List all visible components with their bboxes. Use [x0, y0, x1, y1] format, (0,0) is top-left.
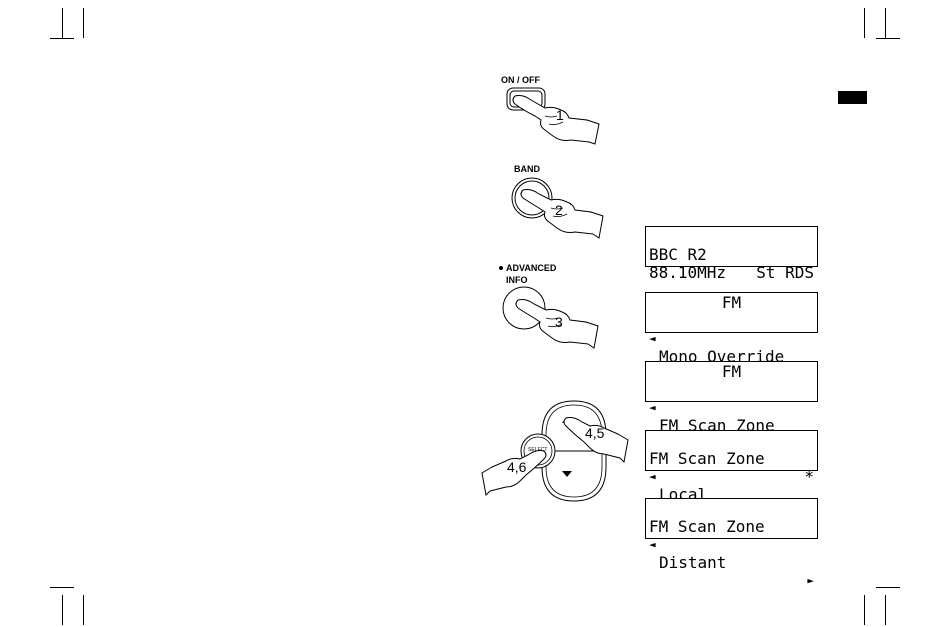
step-46-number: 4,6 [507, 459, 527, 475]
advanced-label: ADVANCED [506, 263, 557, 273]
step-1-number: 1 [556, 107, 564, 123]
lcd-menu-title: FM Scan Zone [649, 517, 765, 536]
language-tab-badge [838, 91, 867, 104]
left-arrow-icon: ◄ [649, 470, 656, 483]
selected-marker-icon: * [804, 467, 814, 486]
pointing-hand-icon [515, 299, 599, 349]
lcd-display-scan-zone-local: FM Scan Zone * ◄ Local ► [645, 430, 818, 519]
lcd-display-mono-override: FM ◄ Mono Override ► [645, 292, 818, 381]
pointing-hand-icon [563, 417, 629, 464]
left-arrow-icon: ◄ [649, 401, 656, 414]
lcd-menu-title: FM [721, 293, 742, 312]
pointing-hand-icon [512, 95, 600, 145]
pointing-hand-icon [520, 189, 604, 239]
right-arrow-icon: ► [807, 574, 814, 587]
lcd-display-station: BBC R2 St RDS 88.10MHz [645, 226, 818, 282]
lcd-frequency: 88.10MHz [649, 263, 727, 282]
lcd-menu-title: FM [721, 362, 742, 381]
lcd-station-name: BBC R2 [649, 245, 707, 264]
advanced-dot-icon [499, 266, 503, 270]
left-arrow-icon: ◄ [649, 538, 656, 551]
select-button-label[interactable]: SELECT [528, 447, 548, 453]
band-label: BAND [514, 164, 540, 174]
info-label: INFO [506, 275, 528, 285]
on-off-label: ON / OFF [501, 75, 540, 85]
step-2-number: 2 [555, 202, 563, 218]
lcd-menu-title: FM Scan Zone [649, 449, 765, 468]
step-3-number: 3 [555, 314, 563, 330]
lcd-display-scan-zone-distant: FM Scan Zone ◄ Distant ► [645, 498, 818, 587]
lcd-option-value: Distant [659, 553, 727, 572]
lcd-station-status: St RDS [756, 263, 814, 282]
pointing-hand-icon [481, 450, 547, 497]
down-triangle-icon[interactable] [560, 468, 574, 480]
left-arrow-icon: ◄ [649, 332, 656, 345]
lcd-display-scan-zone-menu: FM ◄ FM Scan Zone ► [645, 361, 818, 450]
step-45-number: 4,5 [585, 425, 605, 441]
